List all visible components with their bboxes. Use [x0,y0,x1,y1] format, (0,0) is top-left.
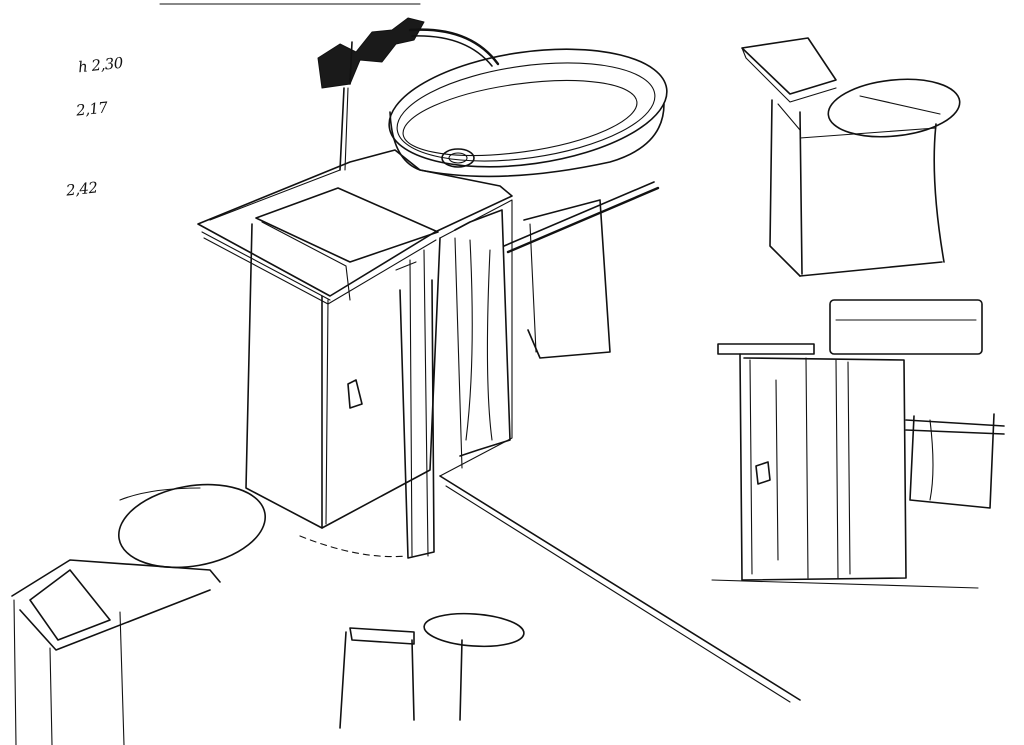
towel [523,199,611,359]
top-right-sketch [741,37,961,277]
main-vanity-sketch [197,17,801,703]
dimension-note-2: 2,42 [65,178,98,199]
side-towel [454,209,511,457]
right-cabinet-sketch [711,299,1005,589]
lamp-head [317,17,425,89]
tall-post [399,279,435,559]
oval-basin [388,48,668,168]
bottom-left-sketch [11,483,267,745]
dimension-note-1: 2,17 [75,98,108,119]
lamp-arm [408,28,500,66]
dimension-note-1-text: 2,17 [75,98,109,120]
countertop [197,149,513,297]
lamp-pole [339,87,345,171]
bottom-center-sketch [339,612,525,729]
basin-drain [441,148,475,168]
cabinet-handle [347,379,363,409]
dimension-note-2-text: 2,42 [65,178,99,200]
floor-line [439,475,801,701]
drawer-top [255,187,439,263]
towel-bar [506,186,660,254]
